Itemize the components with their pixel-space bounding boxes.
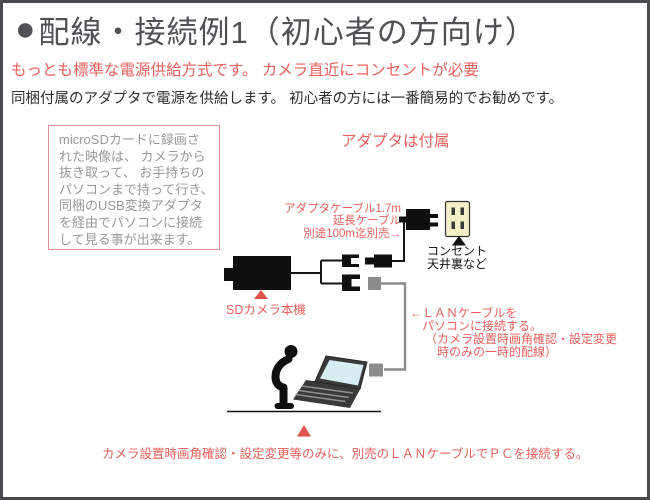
adapter-included-label: アダプタは付属 bbox=[341, 133, 450, 150]
connector-male-top-icon bbox=[365, 254, 392, 268]
adapter-cable-line: 延長ケーブル bbox=[332, 215, 401, 228]
microsd-note-box: microSDカードに録画さ れた映像は、 カメラから 抜き取って、 お手持ちの… bbox=[48, 125, 220, 250]
lan-cable-wire bbox=[381, 282, 407, 371]
note-line: を経由でパソコンに接続 bbox=[59, 214, 203, 230]
outlet-label-line: コンセント bbox=[427, 244, 488, 258]
adapter-cable-line: アダプタケーブル1.7m bbox=[284, 203, 401, 215]
power-adapter-icon bbox=[399, 209, 438, 230]
note-line: パソコンまで持って行き、 bbox=[59, 181, 214, 197]
page-title: ● 配線・接続例1（初心者の方向け） bbox=[15, 7, 537, 52]
laptop-plug-icon bbox=[369, 363, 383, 377]
outlet-icon bbox=[444, 200, 471, 238]
camera-label: SDカメラ本機 bbox=[226, 303, 306, 317]
adapter-wire bbox=[392, 218, 405, 262]
note-line: して見る事が出来ます。 bbox=[59, 231, 201, 247]
lan-note-line: （カメラ設置時画角確認・設定変更 bbox=[425, 332, 618, 346]
camera-arrow-icon bbox=[254, 290, 268, 299]
adapter-cable-line: 別途100m迄別売→ bbox=[303, 227, 401, 240]
lan-note-line: ←ＬＡＮケーブルを bbox=[410, 306, 518, 320]
laptop-arrow-icon bbox=[297, 425, 311, 437]
laptop-icon bbox=[293, 355, 368, 408]
wiring-diagram bbox=[224, 200, 471, 437]
connector-female-top-icon bbox=[342, 254, 360, 267]
lan-plug-icon bbox=[368, 277, 381, 290]
bullet-icon: ● bbox=[15, 10, 37, 48]
note-line: 抜き取って、 お手持ちの bbox=[59, 165, 205, 181]
note-line: 同梱のUSB変換アダプタ bbox=[59, 198, 203, 214]
lan-note-line: パソコンに接続する。 bbox=[422, 319, 543, 333]
lan-note-line: 時のみの一時的配線） bbox=[437, 345, 558, 359]
outlet-arrow-icon bbox=[452, 236, 466, 246]
outlet-label-line: 天井裏など bbox=[427, 256, 488, 271]
connector-female-bottom-icon bbox=[342, 274, 361, 291]
adapter-cable-note: アダプタケーブル1.7m 延長ケーブル 別途100m迄別売→ bbox=[255, 203, 401, 240]
page-title-text: 配線・接続例1（初心者の方向け） bbox=[38, 15, 537, 50]
subtitle-red: もっとも標準な電源供給方式です。 カメラ直近にコンセントが必要 bbox=[11, 62, 479, 79]
bottom-note: カメラ設置時画角確認・設定変更等のみに、別売のＬＡＮケーブルでＰＣを接続する。 bbox=[102, 447, 589, 461]
outlet-label: コンセント 天井裏など bbox=[427, 245, 487, 270]
person-icon bbox=[271, 345, 298, 409]
splitter-wire bbox=[291, 259, 343, 285]
note-line: microSDカードに録画さ bbox=[59, 132, 200, 147]
camera-icon bbox=[224, 256, 291, 290]
lan-note: ←ＬＡＮケーブルを パソコンに接続する。 （カメラ設置時画角確認・設定変更 時の… bbox=[410, 307, 617, 359]
subtitle-black: 同梱付属のアダプタで電源を供給します。 初心者の方には一番簡易的でお勧めです。 bbox=[11, 91, 564, 107]
note-line: れた映像は、 カメラから bbox=[59, 148, 206, 164]
